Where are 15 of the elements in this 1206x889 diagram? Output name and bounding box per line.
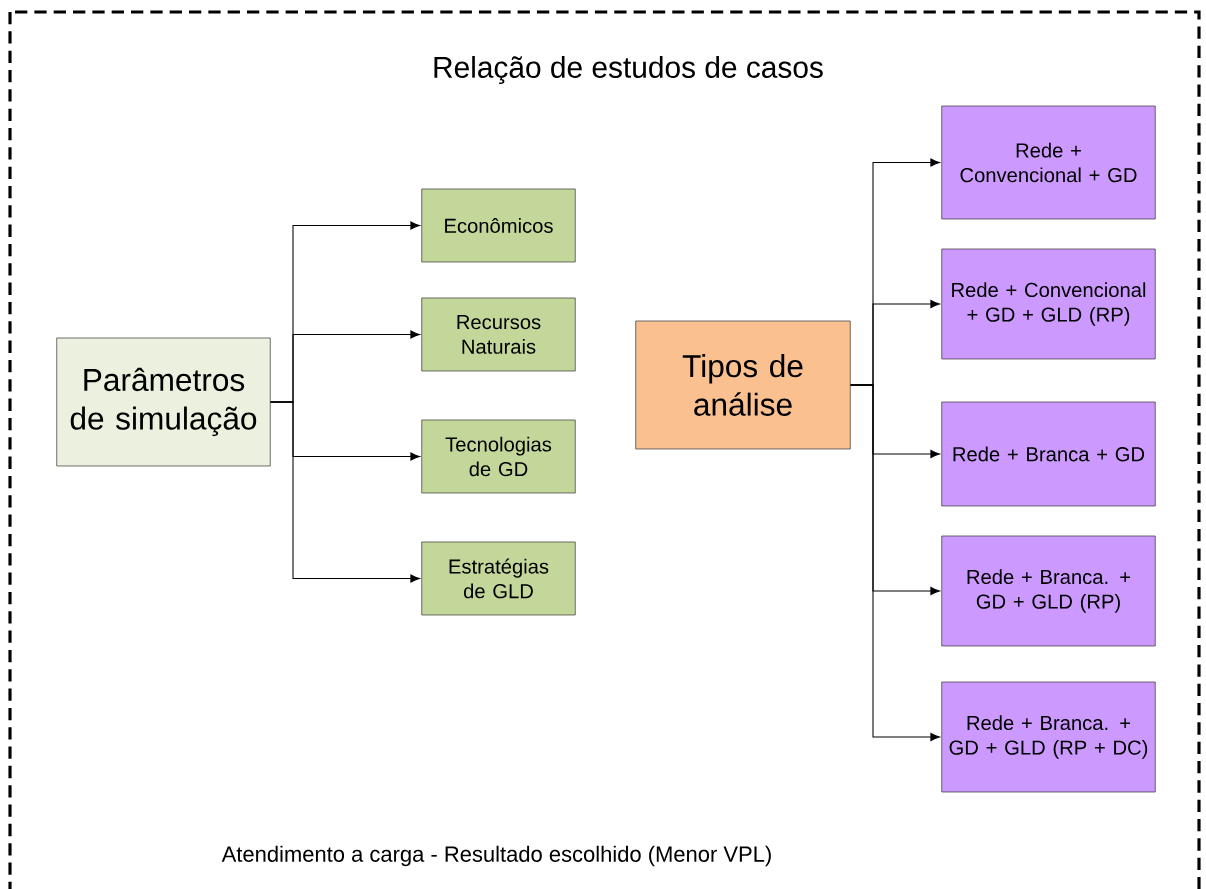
category-box: Recursos Naturais [421,297,576,372]
arrow [270,401,420,583]
arrow [850,384,940,742]
case-box: Rede + Branca + GD [941,401,1156,507]
case-box: Rede + Branca. + GD + GLD (RP + DC) [941,681,1156,793]
parameter-box: Parâmetros de simulação [56,337,271,467]
category-box: Econômicos [421,188,576,263]
category-box: Tecnologias de GD [421,419,576,494]
case-box: Rede + Branca. + GD + GLD (RP) [941,535,1156,647]
case-box: Rede + Convencional + GD + GLD (RP) [941,248,1156,360]
analysis-box: Tipos de análise [635,320,851,450]
category-box: Estratégias de GLD [421,541,576,616]
caption: Atendimento a carga - Resultado escolhido (Menor VPL) [221,845,771,867]
case-box: Rede + Convencional + GD [941,105,1156,220]
title: Relação de estudos de casos [434,56,823,84]
